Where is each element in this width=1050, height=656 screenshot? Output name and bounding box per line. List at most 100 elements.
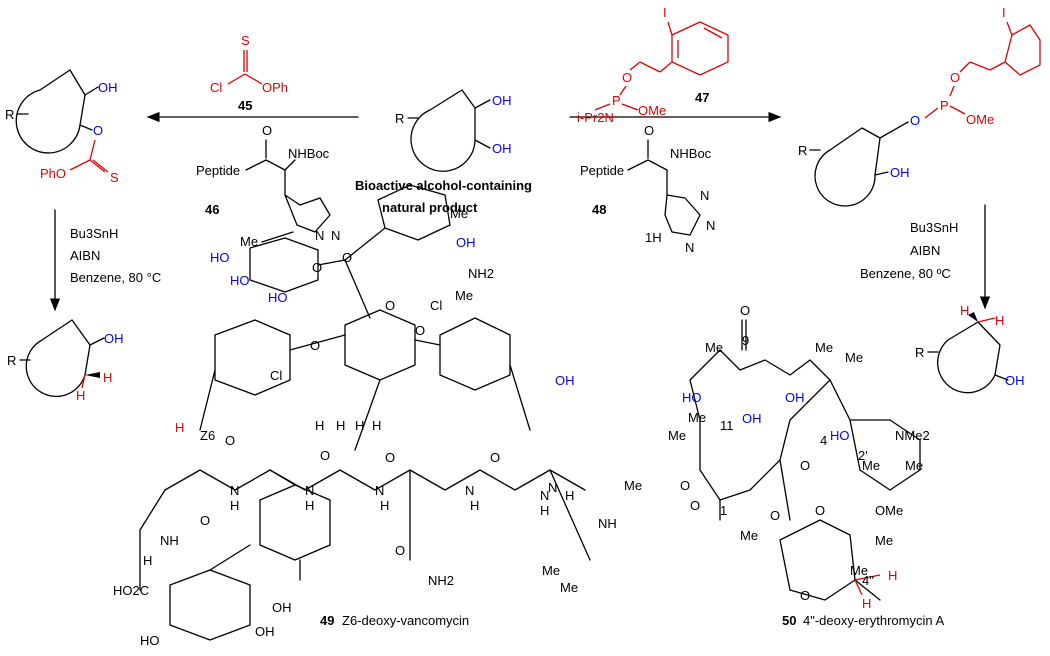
vanco-caption: Z6-deoxy-vancomycin <box>342 613 469 628</box>
vanco-atom-label: O <box>385 298 395 313</box>
vanco-atom-label: NH <box>160 533 179 548</box>
vanco-atom-label: OH <box>555 373 575 388</box>
center-r: R <box>395 111 404 126</box>
svg-text:45: 45 <box>238 98 252 113</box>
erythro-atom-label: 9 <box>742 333 749 348</box>
svg-text:O: O <box>910 113 920 128</box>
vanco-atom-label: N <box>548 480 557 495</box>
right-final-product: R H H OH <box>915 303 1025 394</box>
erythro-atom-label: H <box>888 568 897 583</box>
vanco-atom-label: NH2 <box>428 573 454 588</box>
vanco-atom-label: HO <box>140 633 160 648</box>
svg-text:NHBoc: NHBoc <box>288 146 330 161</box>
erythro-atom-label: Me <box>705 340 723 355</box>
vanco-atom-label: H <box>175 420 184 435</box>
erythro-atom-label: NMe2 <box>895 428 930 443</box>
vanco-atom-label: OH <box>272 600 292 615</box>
vanco-atom-label: N <box>305 483 314 498</box>
erythro-atom-label: Me <box>815 340 833 355</box>
vanco-atom-label: HO2C <box>113 583 149 598</box>
vanco-atom-label: H <box>315 418 324 433</box>
svg-text:O: O <box>950 70 960 85</box>
erythro-atom-label: HO <box>830 428 850 443</box>
vanco-atom-label: O <box>225 433 235 448</box>
erythro-atom-label: O <box>815 503 825 518</box>
vanco-atom-label: O <box>312 260 322 275</box>
svg-text:48: 48 <box>592 202 606 217</box>
svg-text:R: R <box>7 353 16 368</box>
vanco-atom-label: Cl <box>270 368 282 383</box>
svg-text:S: S <box>110 170 119 185</box>
center-title-2: natural product <box>382 200 478 215</box>
svg-text:I: I <box>663 5 667 20</box>
vanco-atom-label: H <box>143 553 152 568</box>
erythro-atom-label: Me <box>845 350 863 365</box>
vanco-atom-label: H <box>380 498 389 513</box>
vanco-atom-label: Z6 <box>200 428 215 443</box>
svg-text:Cl: Cl <box>210 80 222 95</box>
svg-text:47: 47 <box>695 90 709 105</box>
erythro-atom-label: OMe <box>875 503 903 518</box>
erythro-atom-label: Me <box>740 528 758 543</box>
svg-text:OMe: OMe <box>966 112 994 127</box>
svg-text:Peptide: Peptide <box>580 163 624 178</box>
svg-text:H: H <box>103 370 112 385</box>
erythro-atom-label: O <box>690 498 700 513</box>
svg-text:OMe: OMe <box>638 103 666 118</box>
vanco-atom-label: O <box>415 323 425 338</box>
right-conditions: Bu3SnH AIBN Benzene, 80 ºC <box>860 220 958 281</box>
left-conditions: Bu3SnH AIBN Benzene, 80 °C <box>70 226 161 285</box>
erythro-atom-label: OH <box>785 390 805 405</box>
vanco-atom-label: O <box>385 450 395 465</box>
erythro-atom-label: Me <box>688 410 706 425</box>
svg-text:O: O <box>622 70 632 85</box>
svg-text:AIBN: AIBN <box>910 243 940 258</box>
vanco-number: 49 <box>320 613 334 628</box>
center-substrate: R OH OH Bioactive alcohol-containing nat… <box>355 89 532 215</box>
reagent-45: S Cl OPh 45 <box>210 33 288 113</box>
erythro-atom-label: O <box>800 588 810 603</box>
vanco-atom-label: H <box>540 503 549 518</box>
left-final-product: R OH H H <box>7 319 124 403</box>
vanco-atom-label: N <box>375 483 384 498</box>
svg-text:Benzene, 80 ºC: Benzene, 80 ºC <box>860 266 951 281</box>
erythro-atom-label: Me <box>668 428 686 443</box>
vanco-atom-label: Me <box>624 478 642 493</box>
svg-text:PhO: PhO <box>40 166 66 181</box>
erythro-atom-label: Me <box>905 458 923 473</box>
erythro-atom-label: 4" <box>862 573 874 588</box>
erythro-atom-label: OH <box>742 411 762 426</box>
vanco-atom-label: O <box>200 513 210 528</box>
vanco-atom-label: OH <box>456 235 476 250</box>
erythro-atom-label: O <box>770 508 780 523</box>
erythro-atom-label: Me <box>862 458 880 473</box>
svg-text:H: H <box>76 388 85 403</box>
svg-text:N: N <box>700 188 709 203</box>
svg-text:N: N <box>685 240 694 255</box>
vanco-atom-label: H <box>230 498 239 513</box>
vanco-atom-label: H <box>470 498 479 513</box>
svg-text:R: R <box>798 143 807 158</box>
vanco-atom-label: OH <box>255 624 275 639</box>
vanco-atom-label: N <box>465 483 474 498</box>
svg-text:O: O <box>93 123 103 138</box>
erythro-atom-label: H <box>862 596 871 611</box>
vanco-atom-label: Cl <box>430 298 442 313</box>
svg-text:1H: 1H <box>645 230 662 245</box>
svg-text:H: H <box>995 313 1004 328</box>
erythro-atom-label: Me <box>875 533 893 548</box>
erythro-atom-label: Me <box>850 563 868 578</box>
vanco-atom-label: O <box>310 338 320 353</box>
svg-text:Me: Me <box>240 234 258 249</box>
svg-text:Benzene, 80 °C: Benzene, 80 °C <box>70 270 161 285</box>
svg-text:P: P <box>612 93 621 108</box>
vanco-atom-label: H <box>305 498 314 513</box>
svg-text:O: O <box>262 123 272 138</box>
svg-text:N: N <box>315 228 324 243</box>
vanco-atom-label: Me <box>542 563 560 578</box>
right-product: I O P OMe O R OH <box>798 5 1041 207</box>
vanco-atom-label: HO <box>268 290 288 305</box>
svg-text:N: N <box>706 218 715 233</box>
svg-text:Peptide: Peptide <box>196 163 240 178</box>
vanco-atom-label: Me <box>560 580 578 595</box>
